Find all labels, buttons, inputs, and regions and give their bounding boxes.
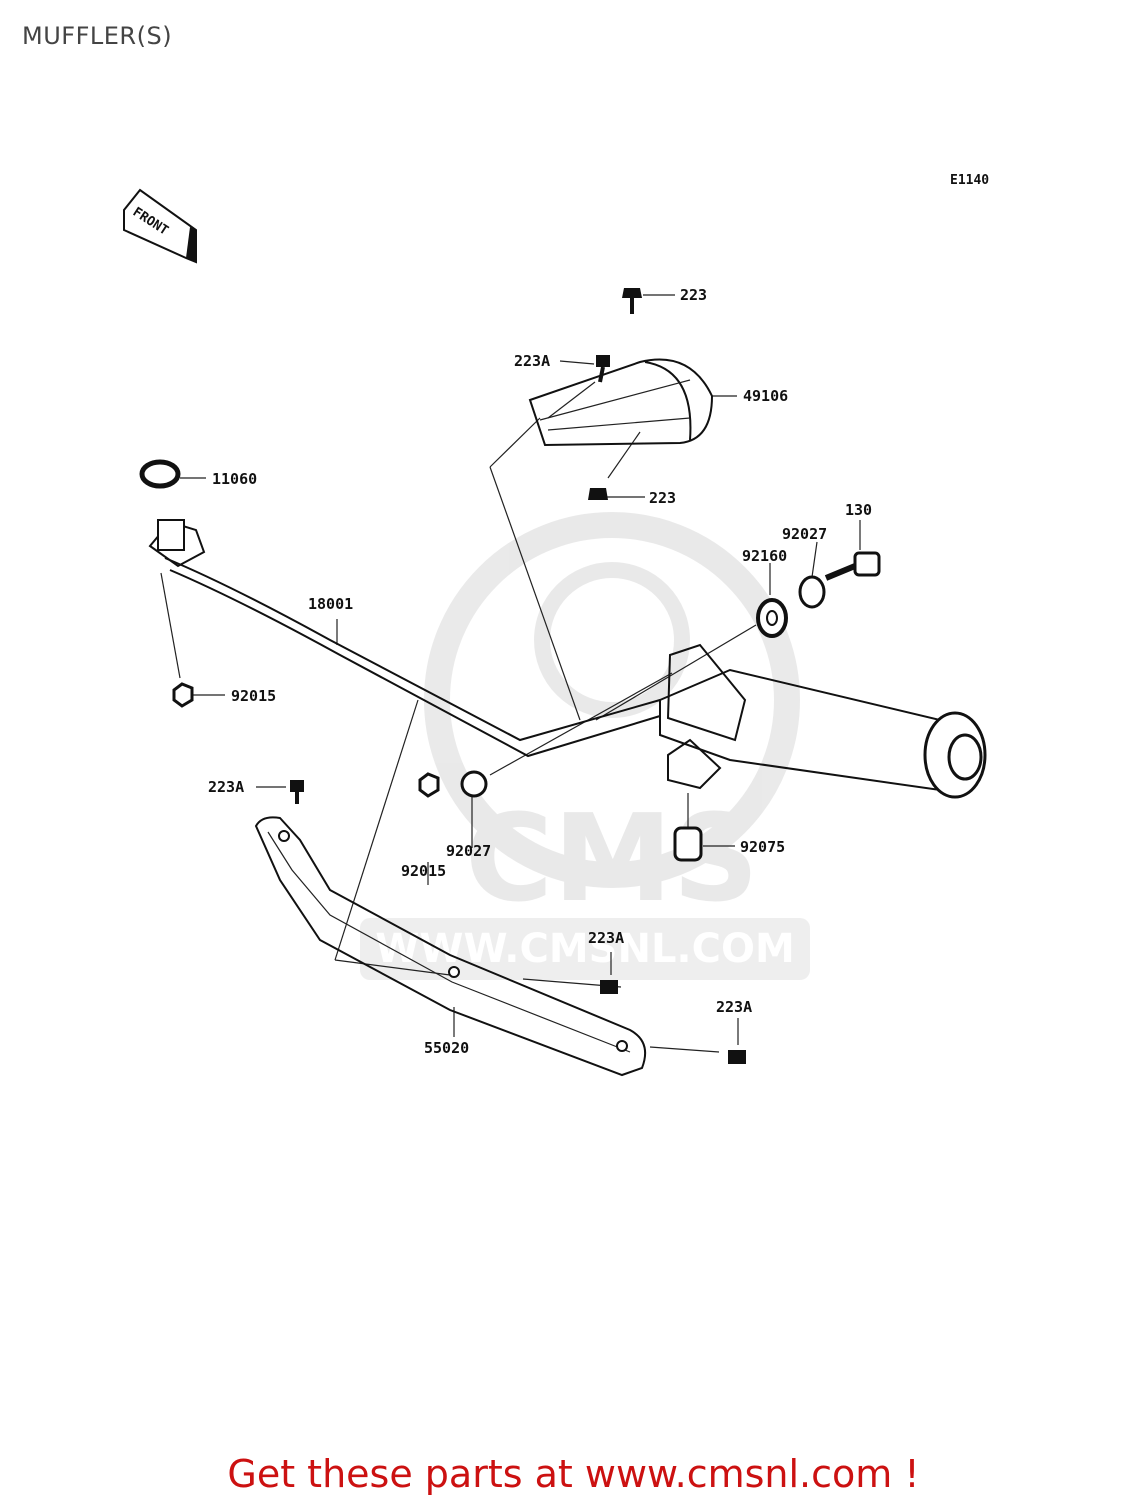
page-title: MUFFLER(S) bbox=[22, 22, 173, 50]
watermark-brand: CMS bbox=[465, 790, 759, 929]
heat-shield-49106-icon bbox=[528, 358, 714, 447]
watermark: CMS WWW.CMSNL.COM bbox=[360, 512, 810, 980]
label-11060: 11060 bbox=[212, 470, 257, 488]
bolt-223-top-icon bbox=[622, 288, 642, 314]
label-223a-lower: 223A bbox=[588, 929, 624, 947]
bolt-223a-left-icon bbox=[290, 780, 304, 804]
washer-92027-right-icon bbox=[798, 575, 826, 609]
label-92027-right: 92027 bbox=[782, 525, 827, 543]
collar-92160-icon bbox=[756, 598, 788, 638]
bolt-223a-shield-icon bbox=[596, 355, 610, 383]
leader-lines bbox=[160, 294, 861, 1053]
nut-92015-left-icon bbox=[172, 682, 194, 708]
label-223a-top: 223A bbox=[514, 352, 550, 370]
part-labels: 223 223A 49106 223 11060 130 92027 92160… bbox=[208, 286, 872, 1057]
bracket-55020-icon bbox=[254, 816, 646, 1077]
label-92027-center: 92027 bbox=[446, 842, 491, 860]
footer-cmsnl-link[interactable]: Get these parts at www.cmsnl.com ! bbox=[227, 1452, 920, 1496]
diagram-code: E1140 bbox=[950, 173, 989, 188]
label-55020: 55020 bbox=[424, 1039, 469, 1057]
front-arrow-icon: FRONT bbox=[123, 188, 197, 264]
label-18001: 18001 bbox=[308, 595, 353, 613]
exhaust-pipe-18001-icon bbox=[148, 519, 661, 758]
bolt-223-middle-icon bbox=[588, 488, 608, 500]
label-223-top: 223 bbox=[680, 286, 707, 304]
nut-92015-center-icon bbox=[418, 772, 440, 798]
bolt-130-icon bbox=[824, 551, 881, 581]
label-223a-left: 223A bbox=[208, 778, 244, 796]
label-223a-bottom: 223A bbox=[716, 998, 752, 1016]
bolt-223a-bottom-icon bbox=[728, 1050, 746, 1064]
label-130: 130 bbox=[845, 501, 872, 519]
label-49106: 49106 bbox=[743, 387, 788, 405]
label-92015-left: 92015 bbox=[231, 687, 276, 705]
watermark-url: WWW.CMSNL.COM bbox=[375, 926, 795, 972]
label-92075: 92075 bbox=[740, 838, 785, 856]
label-223-middle: 223 bbox=[649, 489, 676, 507]
bolt-223a-lower-icon bbox=[600, 980, 618, 994]
label-92015-center: 92015 bbox=[401, 862, 446, 880]
damper-92075-icon bbox=[673, 826, 703, 862]
gasket-11060-icon bbox=[139, 459, 181, 489]
label-92160: 92160 bbox=[742, 547, 787, 565]
washer-92027-center-icon bbox=[460, 770, 488, 798]
muffler-body-icon bbox=[659, 643, 987, 799]
